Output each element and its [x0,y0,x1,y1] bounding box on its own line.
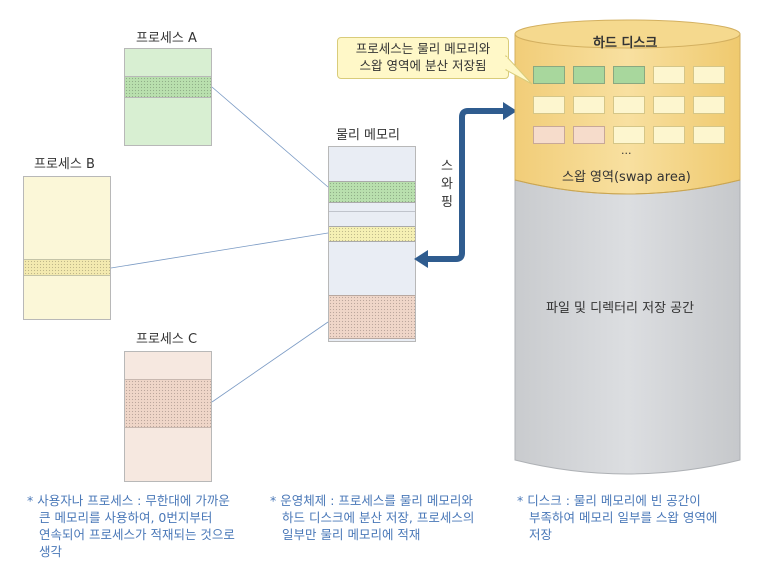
note-disk-line-3: 저장 [529,527,553,542]
callout-line-1: 프로세스는 물리 메모리와 [355,41,491,56]
swap-block [573,126,605,144]
process-c-block [124,351,212,482]
memory-frame-process-a [329,181,415,203]
physical-memory-label: 물리 메모리 [336,128,400,143]
swap-ellipsis: ... [621,144,632,157]
process-c-label: 프로세스 C [136,332,198,347]
memory-frame-process-c [329,295,415,339]
physical-memory-block [328,146,416,342]
callout-line-2: 스왑 영역에 분산 저장됨 [359,58,487,73]
connector-c [211,321,329,403]
process-a-block [124,48,212,146]
process-a-label: 프로세스 A [136,31,197,46]
note-user-line-3: 연속되어 프로세스가 적재되는 것으로 [39,527,235,542]
swap-block [613,66,645,84]
swapping-label: 스 와 핑 [440,158,454,212]
memory-frame-process-b [329,226,415,242]
swap-area-bottom-edge [514,179,741,195]
note-disk-line-1: * 디스크 : 물리 메모리에 빈 공간이 [517,493,701,508]
callout-box: 프로세스는 물리 메모리와 스왑 영역에 분산 저장됨 [337,37,509,79]
note-os-line-3: 일부만 물리 메모리에 적재 [282,527,421,542]
connector-b [110,232,329,269]
swap-block [693,126,725,144]
hard-disk [514,19,741,475]
swap-block [533,126,565,144]
swap-block [653,126,685,144]
note-os-line-1: * 운영체제 : 프로세스를 물리 메모리와 [270,493,473,508]
swap-arrow-head-left [414,250,428,268]
swapping-char-1: 스 [441,159,453,174]
note-user-line-2: 큰 메모리를 사용하여, 0번지부터 [39,510,213,525]
process-a-segment-loaded [125,77,211,98]
process-c-segment-upper [125,352,211,380]
swap-block-grid [533,66,728,148]
swap-block [613,96,645,114]
swap-block [533,96,565,114]
note-disk: * 디스크 : 물리 메모리에 빈 공간이 부족하여 메모리 일부를 스왑 영역… [517,492,717,543]
note-user: * 사용자나 프로세스 : 무한대에 가까운 큰 메모리를 사용하여, 0번지부… [27,492,235,560]
hard-disk-title: 하드 디스크 [593,36,658,51]
swap-arrow-path [427,108,505,262]
process-a-segment-upper [125,49,211,77]
process-b-block [23,176,111,320]
swap-block [693,66,725,84]
note-os-line-2: 하드 디스크에 분산 저장, 프로세스의 [282,510,475,525]
process-b-label: 프로세스 B [34,157,95,172]
memory-divider [329,211,415,212]
swap-block [573,96,605,114]
file-space-label: 파일 및 디렉터리 저장 공간 [546,301,695,316]
disk-top [514,19,741,49]
swap-block [653,96,685,114]
process-b-segment-loaded [24,259,110,276]
swap-block [533,66,565,84]
process-c-segment-loaded [125,380,211,428]
connector-a [211,86,329,188]
swap-block [573,66,605,84]
note-disk-line-2: 부족하여 메모리 일부를 스왑 영역에 [529,510,718,525]
swapping-char-3: 핑 [441,195,453,210]
note-user-line-1: * 사용자나 프로세스 : 무한대에 가까운 [27,493,230,508]
callout-pointer [505,54,533,85]
disk-body [514,179,741,475]
swap-block [613,126,645,144]
note-os: * 운영체제 : 프로세스를 물리 메모리와 하드 디스크에 분산 저장, 프로… [270,492,474,543]
swap-block [653,66,685,84]
swap-area-label: 스왑 영역(swap area) [562,170,691,185]
note-user-line-4: 생각 [39,544,63,559]
swap-block [693,96,725,114]
swapping-char-2: 와 [441,177,453,192]
